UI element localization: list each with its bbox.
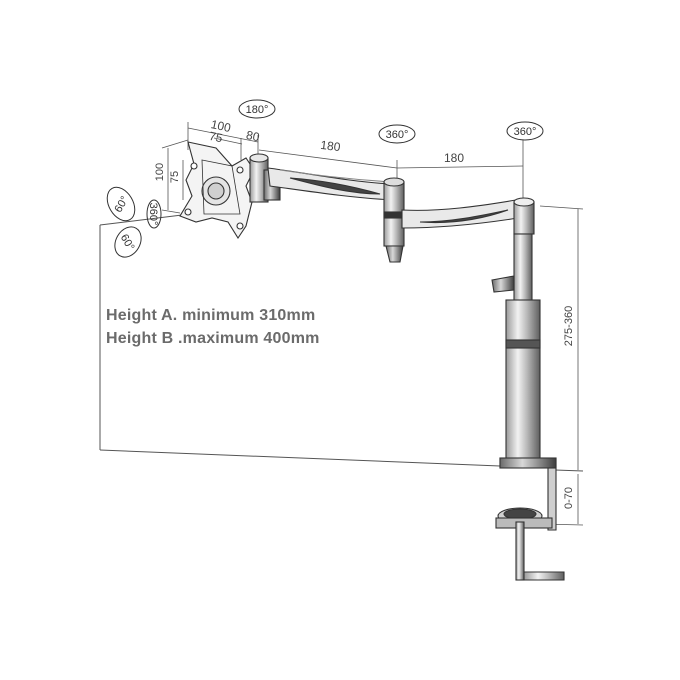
dim-label-arm-2: 180 [444,151,464,165]
rotation-label-joint-middle: 360° [386,129,409,141]
rotation-label-joint-pole: 360° [514,126,537,138]
rotation-label-swivel: 360° [147,203,159,226]
rotation-ellipse-joint-pole [506,121,544,141]
rotation-ellipse-joint-middle [378,124,416,144]
rotation-ellipse-tilt-down [114,226,142,258]
rotation-label-tilt-down: 60° [118,232,137,252]
dim-label-clamp-range: 0-70 [563,487,575,509]
desk-clamp [495,457,565,581]
height-b-spec: Height B .maximum 400mm [106,330,320,347]
desk-outline [99,214,584,472]
rotation-ellipse-tilt-top [238,99,276,119]
pole [491,197,541,461]
rotation-label-tilt-top: 180° [246,104,269,116]
dim-label-vesa-inner-w: 75 [208,129,224,146]
vesa-plate [179,141,255,240]
rotation-ellipse-swivel [146,199,162,229]
rotation-indicators [106,99,544,258]
dim-label-head-offset: 80 [245,128,261,145]
arm-segment-1 [267,167,395,201]
dim-label-arm-1: 180 [320,138,342,154]
top-dimension-lines [161,122,584,526]
rotation-label-tilt-up: 60° [113,194,132,214]
dim-label-vesa-inner-h: 75 [169,171,181,183]
dim-label-vesa-outer-w: 100 [210,117,233,135]
height-a-spec: Height A. minimum 310mm [106,307,316,324]
arm-segment-2 [401,199,519,229]
dim-label-pole-height: 275-360 [563,306,575,346]
middle-joint [383,177,405,263]
rotation-ellipse-tilt-up [106,186,136,222]
dim-label-vesa-outer-h: 100 [154,163,166,181]
